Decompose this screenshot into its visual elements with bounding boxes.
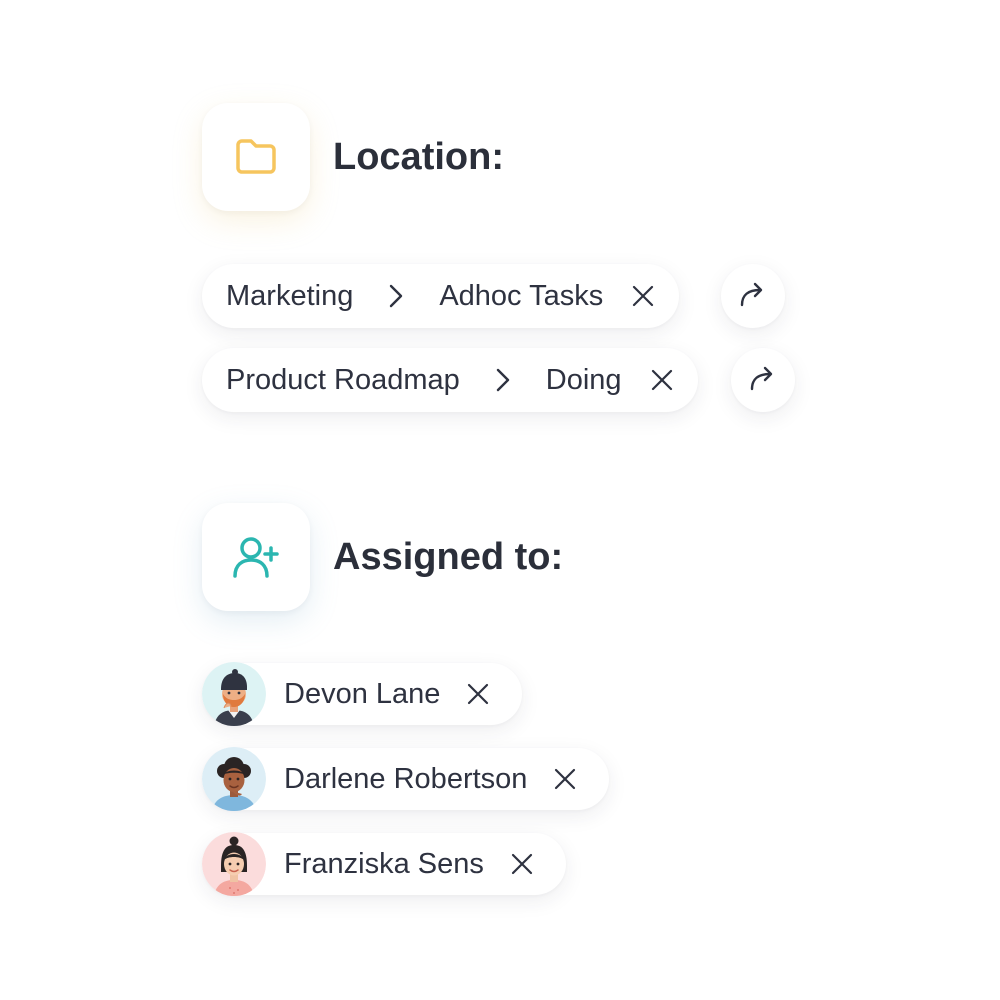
go-to-location-button[interactable] xyxy=(731,348,795,412)
location-icon-box xyxy=(202,103,310,211)
close-icon xyxy=(511,853,532,875)
assignee-chip: Devon Lane xyxy=(202,662,523,726)
remove-assignee-button[interactable] xyxy=(508,850,536,878)
go-to-location-button[interactable] xyxy=(721,264,785,328)
assignee-name: Darlene Robertson xyxy=(284,762,528,795)
avatar xyxy=(202,662,266,726)
chevron-right-icon xyxy=(383,283,409,309)
assignee-name: Franziska Sens xyxy=(284,847,484,880)
remove-assignee-button[interactable] xyxy=(464,680,492,708)
folder-icon xyxy=(236,139,276,174)
location-parent[interactable]: Marketing xyxy=(226,279,354,312)
location-path-chip: Product Roadmap Doing xyxy=(202,348,698,412)
assignee-name: Devon Lane xyxy=(284,677,441,710)
location-title: Location: xyxy=(333,136,504,178)
remove-location-button[interactable] xyxy=(648,366,676,394)
avatar xyxy=(202,832,266,896)
close-icon xyxy=(633,285,654,307)
assigned-icon-box xyxy=(202,503,310,611)
location-child[interactable]: Adhoc Tasks xyxy=(439,279,604,312)
share-arrow-icon xyxy=(750,366,773,391)
location-path-chip: Marketing Adhoc Tasks xyxy=(202,264,680,328)
close-icon xyxy=(468,683,489,705)
assigned-title: Assigned to: xyxy=(333,536,564,578)
share-arrow-icon xyxy=(740,282,763,307)
remove-assignee-button[interactable] xyxy=(551,765,579,793)
close-icon xyxy=(651,369,672,391)
chevron-right-icon xyxy=(490,367,516,393)
location-child[interactable]: Doing xyxy=(545,363,622,396)
assignee-chip: Darlene Robertson xyxy=(202,747,610,811)
location-parent[interactable]: Product Roadmap xyxy=(226,363,460,396)
remove-location-button[interactable] xyxy=(629,282,657,310)
assignee-chip: Franziska Sens xyxy=(202,832,566,896)
close-icon xyxy=(555,768,576,790)
avatar xyxy=(202,747,266,811)
add-user-icon xyxy=(233,537,279,578)
